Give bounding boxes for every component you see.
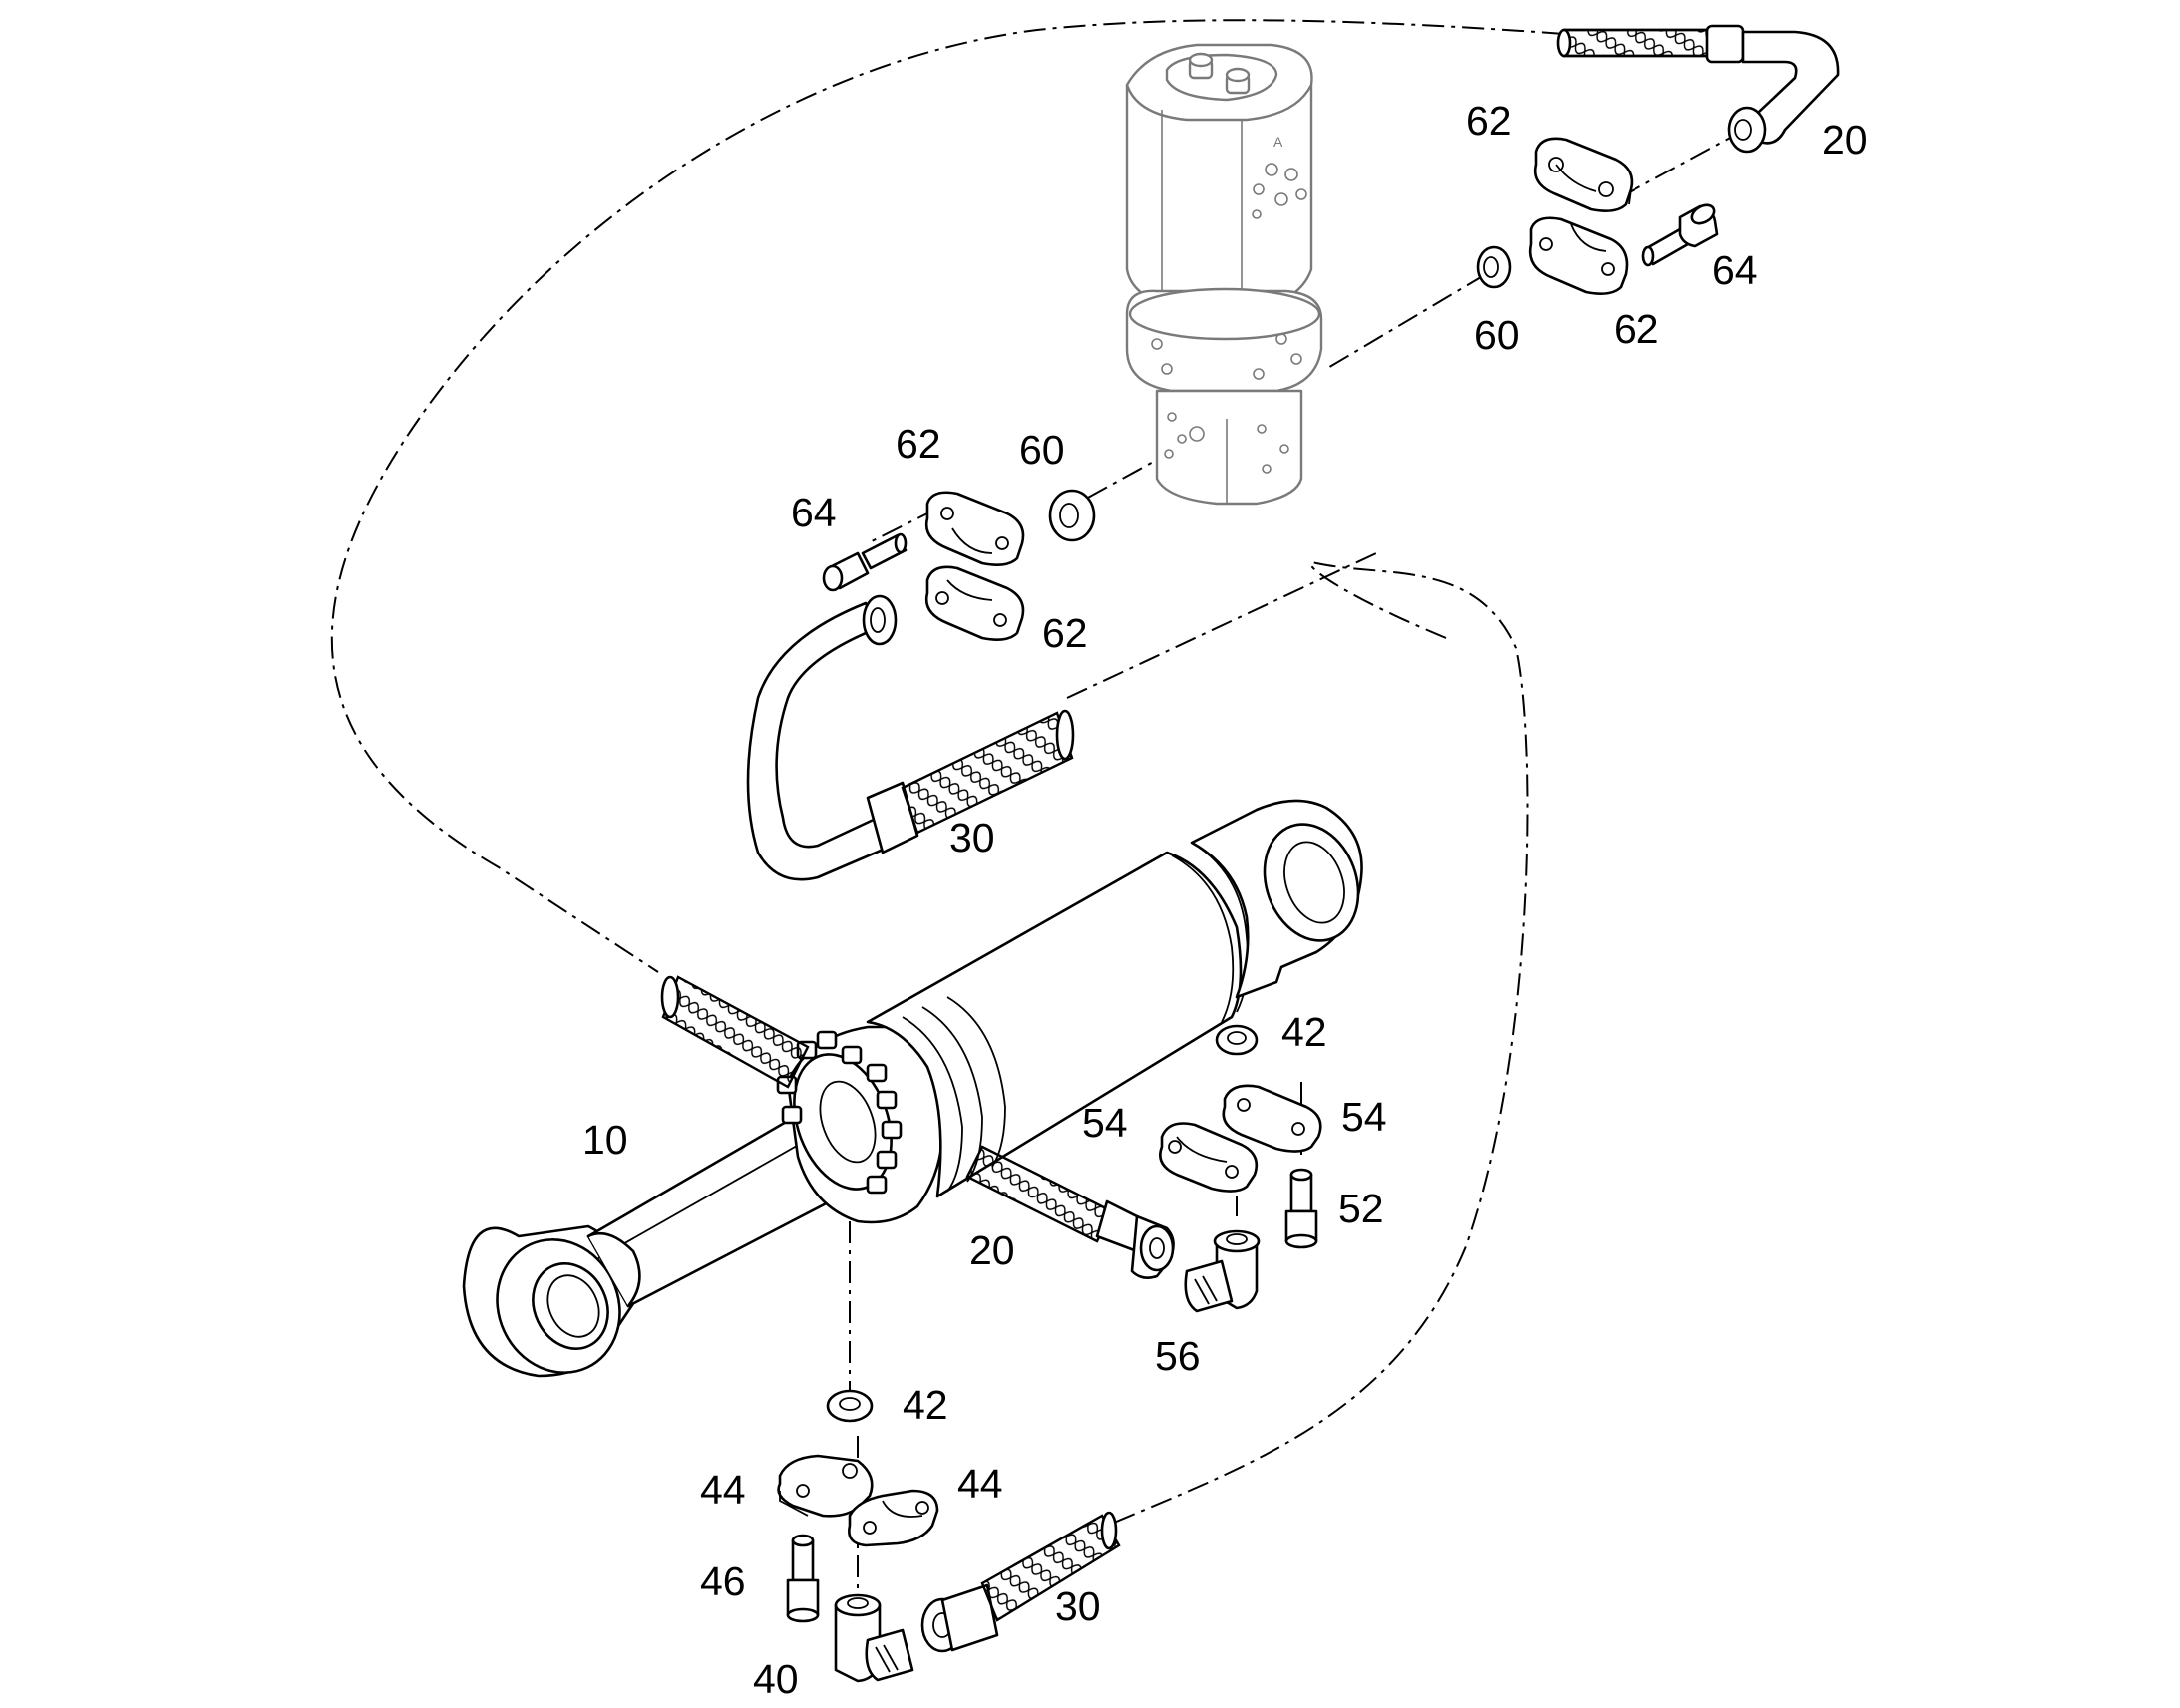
callout-labels: 10 20 20 30 30 40 42 42 44 44 46 52 54 5… [582, 98, 1868, 1702]
callout-62-d: 62 [1042, 610, 1088, 656]
callout-64-top: 64 [1712, 247, 1758, 293]
flange-clamp-62-upper-a [1533, 137, 1634, 212]
flange-clamp-62-mid-a [924, 491, 1025, 566]
callout-30-bottom: 30 [1055, 1583, 1101, 1629]
callout-10: 10 [582, 1117, 628, 1163]
screw-46 [786, 1534, 820, 1623]
control-valve: A [1125, 43, 1323, 506]
callout-62-b: 62 [1614, 306, 1659, 352]
callout-20-top: 20 [1822, 117, 1868, 163]
washer-42-right [1215, 1024, 1259, 1056]
flange-clamp-54-right [1222, 1084, 1322, 1153]
flange-clamp-62-mid-b [924, 565, 1025, 641]
callout-54-left: 54 [1082, 1100, 1128, 1146]
callout-40: 40 [753, 1656, 799, 1702]
callout-52: 52 [1338, 1186, 1384, 1231]
valve-port-mark: A [1273, 134, 1283, 150]
elbow-fitting-56 [1184, 1229, 1261, 1313]
callout-60-top: 60 [1474, 312, 1520, 358]
callout-44-left: 44 [700, 1467, 746, 1513]
hose-20-middle [965, 1145, 1175, 1279]
screw-64-mid [822, 532, 908, 592]
screw-64-upper [1641, 203, 1719, 267]
callout-42-bottom: 42 [903, 1382, 948, 1428]
hose-20-stub-left [660, 975, 810, 1089]
callout-60-mid: 60 [1019, 427, 1065, 473]
hose-20-upper [1556, 24, 1840, 154]
callout-56: 56 [1155, 1333, 1201, 1379]
hose-30-middle [746, 594, 1075, 881]
callout-62-a: 62 [1466, 98, 1512, 144]
callout-20-mid: 20 [969, 1227, 1015, 1273]
callout-64-mid: 64 [791, 490, 837, 535]
washer-42-bottom [826, 1389, 874, 1423]
o-ring-60-mid [1048, 489, 1096, 542]
callout-54-right: 54 [1341, 1094, 1387, 1140]
elbow-fitting-40 [834, 1593, 914, 1683]
o-ring-60-upper [1476, 245, 1512, 289]
screw-52 [1284, 1168, 1318, 1249]
callout-46: 46 [700, 1558, 746, 1604]
callout-62-c: 62 [896, 421, 941, 467]
callout-42-right: 42 [1281, 1009, 1327, 1055]
hose-30-bottom [920, 1511, 1121, 1653]
flange-clamp-54-left [1159, 1122, 1259, 1193]
callout-30-mid: 30 [949, 815, 995, 860]
flange-clamp-44-right [848, 1489, 939, 1547]
flange-clamp-62-upper-b [1528, 216, 1629, 295]
callout-44-right: 44 [957, 1461, 1003, 1507]
